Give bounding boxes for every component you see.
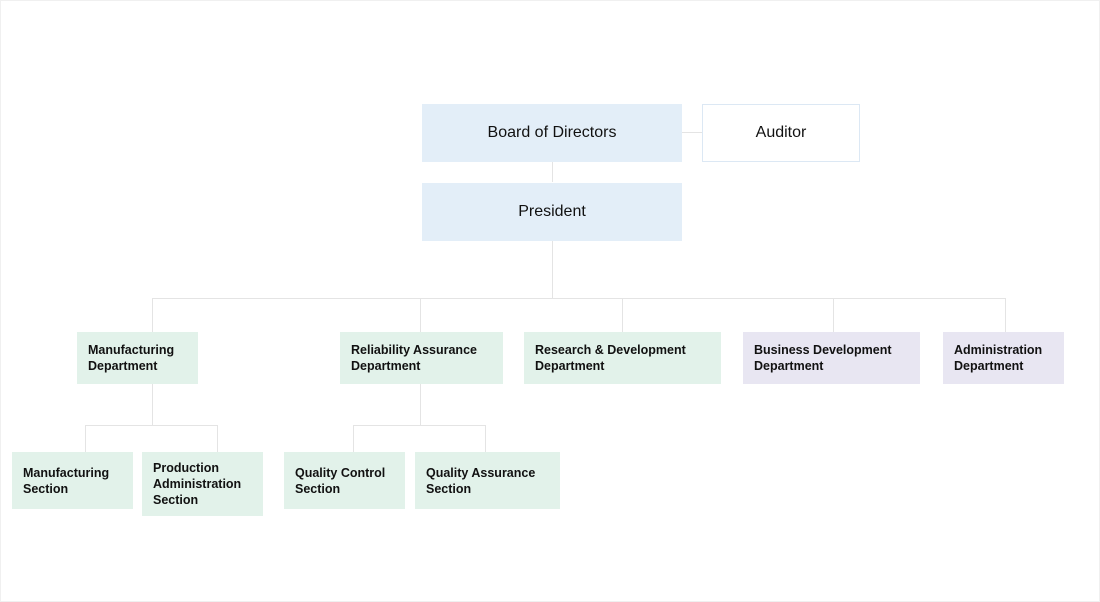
node-quality-control-section[interactable]: Quality Control Section xyxy=(284,452,405,509)
node-label: Board of Directors xyxy=(487,123,617,141)
node-label: Production Administration Section xyxy=(153,461,242,507)
node-manufacturing-section[interactable]: Manufacturing Section xyxy=(12,452,133,509)
node-label: Reliability Assurance Department xyxy=(351,343,477,373)
node-label: Manufacturing Department xyxy=(88,343,175,373)
connector-board-auditor xyxy=(682,132,702,133)
connector-drop-rnd-dept xyxy=(622,298,623,332)
node-production-administration-section[interactable]: Production Administration Section xyxy=(142,452,263,516)
node-label: Manufacturing Section xyxy=(23,465,110,496)
connector-drop-administration-dept xyxy=(1005,298,1006,332)
node-label: Administration Department xyxy=(954,343,1043,373)
connector-manufacturing-section-bus xyxy=(85,425,218,426)
node-label: Quality Control Section xyxy=(295,465,386,496)
connector-manufacturing-trunk xyxy=(152,384,153,425)
node-research-development-department[interactable]: Research & Development Department xyxy=(524,332,721,384)
node-administration-department[interactable]: Administration Department xyxy=(943,332,1064,384)
node-quality-assurance-section[interactable]: Quality Assurance Section xyxy=(415,452,560,509)
node-label: Business Development Department xyxy=(754,343,892,373)
connector-drop-manufacturing-dept xyxy=(152,298,153,332)
connector-board-president xyxy=(552,162,553,182)
connector-reliability-trunk xyxy=(420,384,421,425)
connector-drop-reliability-dept xyxy=(420,298,421,332)
node-reliability-assurance-department[interactable]: Reliability Assurance Department xyxy=(340,332,503,384)
node-auditor[interactable]: Auditor xyxy=(702,104,860,162)
connector-drop-quality-assurance-section xyxy=(485,425,486,452)
connector-president-trunk xyxy=(552,241,553,298)
node-label: Research & Development Department xyxy=(535,343,686,373)
node-board-of-directors[interactable]: Board of Directors xyxy=(422,104,682,162)
connector-drop-quality-control-section xyxy=(353,425,354,452)
connector-drop-business-dept xyxy=(833,298,834,332)
node-label: Auditor xyxy=(755,123,807,141)
connector-department-bus xyxy=(152,298,1006,299)
node-manufacturing-department[interactable]: Manufacturing Department xyxy=(77,332,198,384)
connector-drop-production-admin-section xyxy=(217,425,218,452)
connector-drop-manufacturing-section xyxy=(85,425,86,452)
connector-reliability-section-bus xyxy=(353,425,486,426)
node-label: Quality Assurance Section xyxy=(426,465,536,496)
node-president[interactable]: President xyxy=(422,183,682,241)
node-business-development-department[interactable]: Business Development Department xyxy=(743,332,920,384)
node-label: President xyxy=(518,202,586,220)
